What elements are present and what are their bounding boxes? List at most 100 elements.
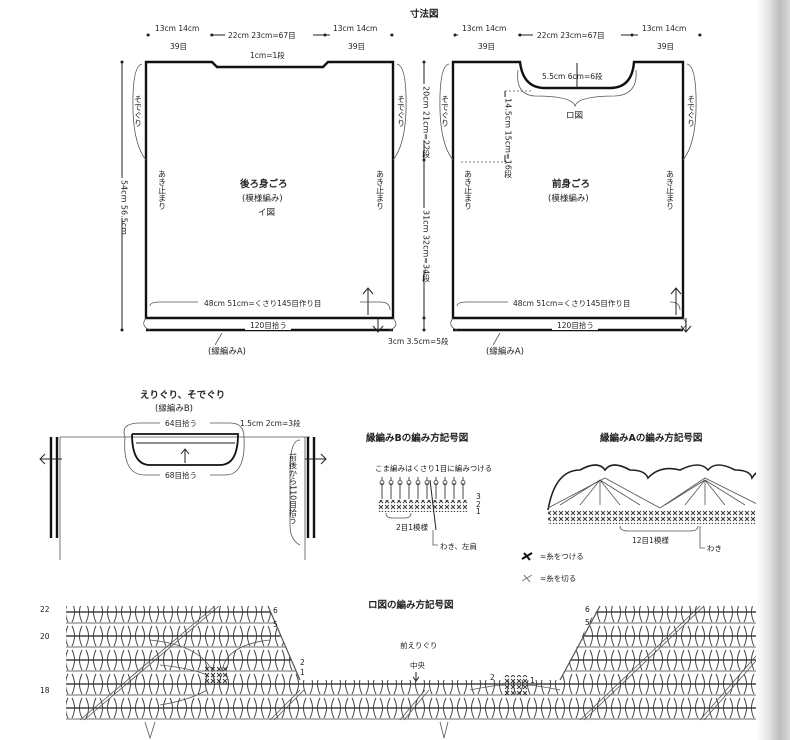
center-label: 中央 — [410, 660, 425, 670]
back-armhole-right-label: そでぐり — [397, 95, 406, 127]
right-step-1: 1 — [530, 676, 535, 685]
left-armhole-band — [49, 437, 59, 538]
front-armhole-left-label: そでぐり — [441, 95, 450, 127]
neck-pickup-top: 64目拾う — [165, 418, 197, 428]
back-neck-width: 22cm 23cm=67目 — [228, 31, 296, 40]
right-armhole-band — [306, 437, 316, 538]
back-pickup: 120目拾う — [250, 320, 287, 330]
chart-b-row-3 — [378, 477, 468, 499]
chart-b-side: わき、左肩 — [440, 541, 477, 551]
front-border-label: (縁編みA) — [486, 346, 524, 357]
legend: =糸をつける =糸を切る — [521, 551, 584, 583]
center-arrow — [412, 672, 420, 682]
back-armhole-left-brace — [132, 63, 147, 161]
ro-chart: ロ図の編み方記号図 22 20 18 6 5 2 1 6 5 2 1 前えりぐり… — [40, 599, 771, 740]
chart-b-row-1-label: 1 — [476, 507, 481, 516]
front-neck-figure: ロ図 — [566, 111, 583, 121]
back-knit-direction-up-arrow — [362, 287, 374, 315]
ro-chart-left-cluster — [205, 665, 229, 685]
front-shoulder-right-stitches: 39目 — [657, 42, 674, 51]
chart-b-repeat: 2目1模様 — [396, 522, 429, 532]
front-shoulder-right-width: 13cm 14cm — [642, 24, 686, 33]
back-neck-depth: 1cm=1段 — [250, 50, 285, 60]
page-fold-shadow — [756, 0, 790, 740]
back-shoulder-right-width: 13cm 14cm — [333, 24, 377, 33]
front-piece: 13cm 14cm 39目 22cm 23cm=67目 13cm 14cm 39… — [439, 24, 702, 357]
front-pickup: 120目拾う — [557, 320, 594, 330]
side-lower-length: 31cm 32cm=34段 — [422, 210, 431, 283]
right-step-6: 6 — [585, 605, 590, 614]
left-step-5: 5 — [273, 620, 278, 629]
chart-b-title: 縁編みBの編み方記号図 — [366, 432, 468, 444]
attach-yarn-icon — [521, 552, 533, 561]
cut-yarn-icon — [521, 574, 533, 583]
front-neck-drop-length: 14.5cm 15cm=16段 — [504, 98, 513, 179]
front-piece-name: 前身ごろ — [552, 178, 590, 190]
back-opening-stop-right: あき止まり — [376, 170, 385, 210]
back-bottom-chain: 48cm 51cm=くさり145目作り目 — [204, 298, 321, 308]
row-18-label: 18 — [40, 686, 50, 695]
band-height: 1.5cm 2cm=3段 — [240, 418, 301, 428]
side-upper-length: 20cm 21cm=22段 — [422, 86, 431, 159]
back-armhole-left-label: そでぐり — [134, 95, 143, 127]
neck-band — [131, 433, 239, 466]
back-knit-direction-down-arrow — [372, 318, 384, 333]
left-step-2: 2 — [300, 658, 305, 667]
armhole-pickup: 前後から110目拾う — [289, 452, 298, 524]
back-piece-figure: イ図 — [258, 208, 275, 218]
front-neck-depth: 5.5cm 6cm=6段 — [542, 71, 603, 81]
back-border-label: (縁編みA) — [208, 346, 246, 357]
front-armhole-right-label: そでぐり — [687, 95, 696, 127]
side-dimensions: 20cm 21cm=22段 31cm 32cm=34段 3cm 3.5cm=5段 — [388, 60, 449, 346]
chart-b-rows-1-2 — [378, 500, 468, 512]
ro-chart-title: ロ図の編み方記号図 — [368, 599, 454, 611]
band-b-title: えりぐり、そでぐり — [140, 390, 225, 401]
band-b-subtitle: (縁編みB) — [155, 403, 193, 414]
row-20-label: 20 — [40, 632, 50, 641]
border-depth: 3cm 3.5cm=5段 — [388, 336, 449, 346]
back-shoulder-left-width: 13cm 14cm — [155, 24, 199, 33]
size-diagram-title: 寸法図 — [410, 8, 439, 20]
left-step-1: 1 — [300, 668, 305, 677]
row-22-label: 22 — [40, 605, 50, 614]
legend-cut: =糸を切る — [540, 573, 576, 583]
ro-chart-diagonals — [79, 605, 771, 721]
chart-a-side: わき — [707, 544, 722, 553]
front-piece-stitch: (模様編み) — [548, 193, 589, 204]
left-arrow — [39, 453, 62, 465]
front-piece-outline — [451, 60, 685, 320]
band-b-diagram: えりぐり、そでぐり (縁編みB) 64目拾う 68目拾う 1.5cm 2cm=3… — [39, 390, 327, 560]
right-arrow — [305, 453, 327, 465]
front-knit-direction-down-arrow — [680, 318, 692, 333]
back-shoulder-right-stitches: 39目 — [348, 42, 365, 51]
chart-a-repeat: 12目1模様 — [632, 535, 669, 545]
chart-b-row-3-label: 3 — [476, 492, 481, 501]
legend-attach: =糸をつける — [540, 551, 584, 561]
chart-b-note: こま編みはくさり1目に編みつける — [375, 463, 492, 473]
front-neck-width: 22cm 23cm=67目 — [537, 31, 605, 40]
neck-pickup-bottom: 68目拾う — [165, 470, 197, 480]
back-shoulder-left-stitches: 39目 — [170, 42, 187, 51]
back-height-label: 54cm 56.5cm — [120, 180, 129, 235]
ro-chart-right-cluster — [503, 675, 527, 695]
front-knit-direction-up-arrow — [670, 287, 682, 315]
left-step-6: 6 — [273, 606, 278, 615]
chart-a-title: 縁編みAの編み方記号図 — [600, 432, 702, 444]
front-shoulder-left-width: 13cm 14cm — [462, 24, 506, 33]
right-step-2: 2 — [490, 673, 495, 682]
right-step-5: 5 — [585, 618, 590, 627]
back-piece-stitch: (模様編み) — [242, 193, 283, 204]
front-bottom-chain: 48cm 51cm=くさり145目作り目 — [513, 298, 630, 308]
chart-a-base-rows — [548, 510, 773, 524]
back-piece-name: 後ろ身ごろ — [240, 178, 288, 190]
back-opening-stop-left: あき止まり — [158, 170, 167, 210]
back-piece-outline — [144, 60, 395, 320]
back-armhole-right-brace — [392, 63, 407, 161]
chart-b-row-2-label: 2 — [476, 500, 481, 509]
chart-a: 縁編みAの編み方記号図 12目1模様 わき — [547, 432, 776, 553]
front-opening-stop-left: あき止まり — [464, 170, 473, 210]
front-shoulder-left-stitches: 39目 — [478, 42, 495, 51]
front-neck-brace — [517, 69, 637, 108]
